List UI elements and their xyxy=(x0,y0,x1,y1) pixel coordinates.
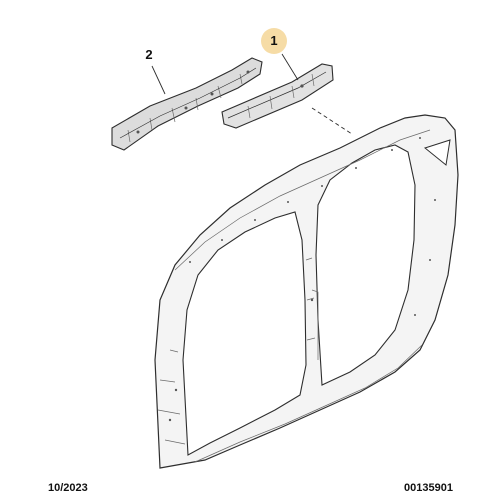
part-1-flange xyxy=(227,71,327,119)
footer-date: 10/2023 xyxy=(48,482,88,494)
rear-door-opening xyxy=(315,144,416,386)
b-pillar-detail xyxy=(305,257,319,360)
part-2-bracket xyxy=(111,57,263,151)
callout-2-label: 2 xyxy=(145,47,153,62)
panel-holes xyxy=(168,137,436,422)
part-1-body xyxy=(221,63,334,129)
part-1-hole xyxy=(300,84,304,88)
a-pillar-detail xyxy=(157,349,186,445)
roof-rail-flange-line xyxy=(174,129,431,271)
callout-1-label: 1 xyxy=(270,33,278,48)
callout-1-highlight xyxy=(261,28,287,54)
sill-flange-line xyxy=(194,344,423,463)
callout-2-leader xyxy=(151,65,166,95)
body-side-panel xyxy=(154,114,459,469)
part-2-holes xyxy=(136,70,250,134)
assembly-dashed-line xyxy=(311,107,353,135)
quarter-window-opening xyxy=(423,139,451,166)
part-2-flange xyxy=(119,67,257,139)
part-1-roof-reinforcement xyxy=(221,63,334,129)
part-1-ribs xyxy=(247,73,315,119)
footer-reference-number: 00135901 xyxy=(404,482,453,494)
callout-1-leader xyxy=(281,53,299,81)
part-2-ribs xyxy=(127,73,243,143)
front-door-opening xyxy=(182,211,307,456)
